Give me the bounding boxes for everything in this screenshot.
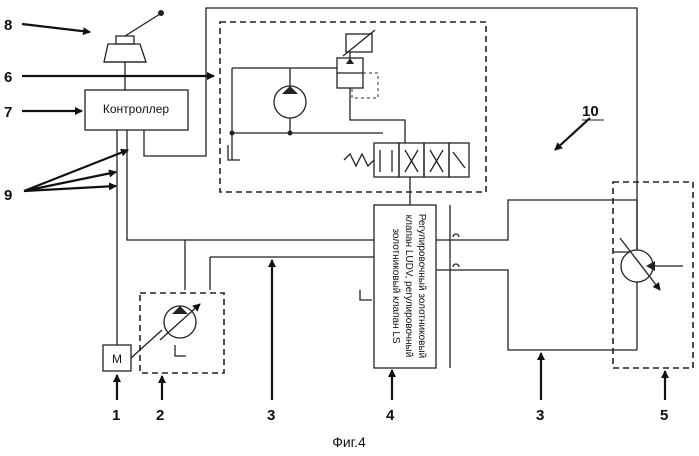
- label-1: 1: [112, 407, 120, 424]
- pump-5-box: [613, 182, 693, 368]
- line-3-lower-right: [436, 270, 637, 350]
- label-3a: 3: [267, 407, 275, 424]
- label-8: 8: [4, 17, 12, 34]
- figure-caption: Фиг.4: [332, 434, 366, 450]
- line-3-upper-right: [436, 200, 637, 240]
- joystick-icon: [104, 10, 164, 62]
- pump-2-box: [140, 293, 224, 373]
- controller-label: Контроллер: [103, 102, 170, 116]
- label-7: 7: [4, 104, 12, 121]
- valve-label-line1: Регулировочный золотниковый: [416, 214, 427, 359]
- arrow-8: [22, 24, 90, 32]
- label-2: 2: [156, 407, 164, 424]
- label-6: 6: [4, 69, 12, 86]
- directional-valve-icon: [344, 143, 469, 177]
- label-4: 4: [386, 407, 395, 424]
- label-3b: 3: [536, 407, 544, 424]
- controller-to-pump-line: [127, 130, 185, 290]
- arrow-10: [555, 118, 590, 150]
- label-9: 9: [4, 187, 12, 204]
- tank-symbol: [228, 145, 240, 160]
- svg-text:M: M: [112, 352, 122, 366]
- arrow-9a: [24, 150, 128, 191]
- label-5: 5: [660, 407, 668, 424]
- valve-label-line3: золотниковый клапан LS: [390, 228, 401, 343]
- label-10: 10: [582, 103, 599, 120]
- valve-label-line2: клапан LUDV, регулировочный: [403, 215, 414, 358]
